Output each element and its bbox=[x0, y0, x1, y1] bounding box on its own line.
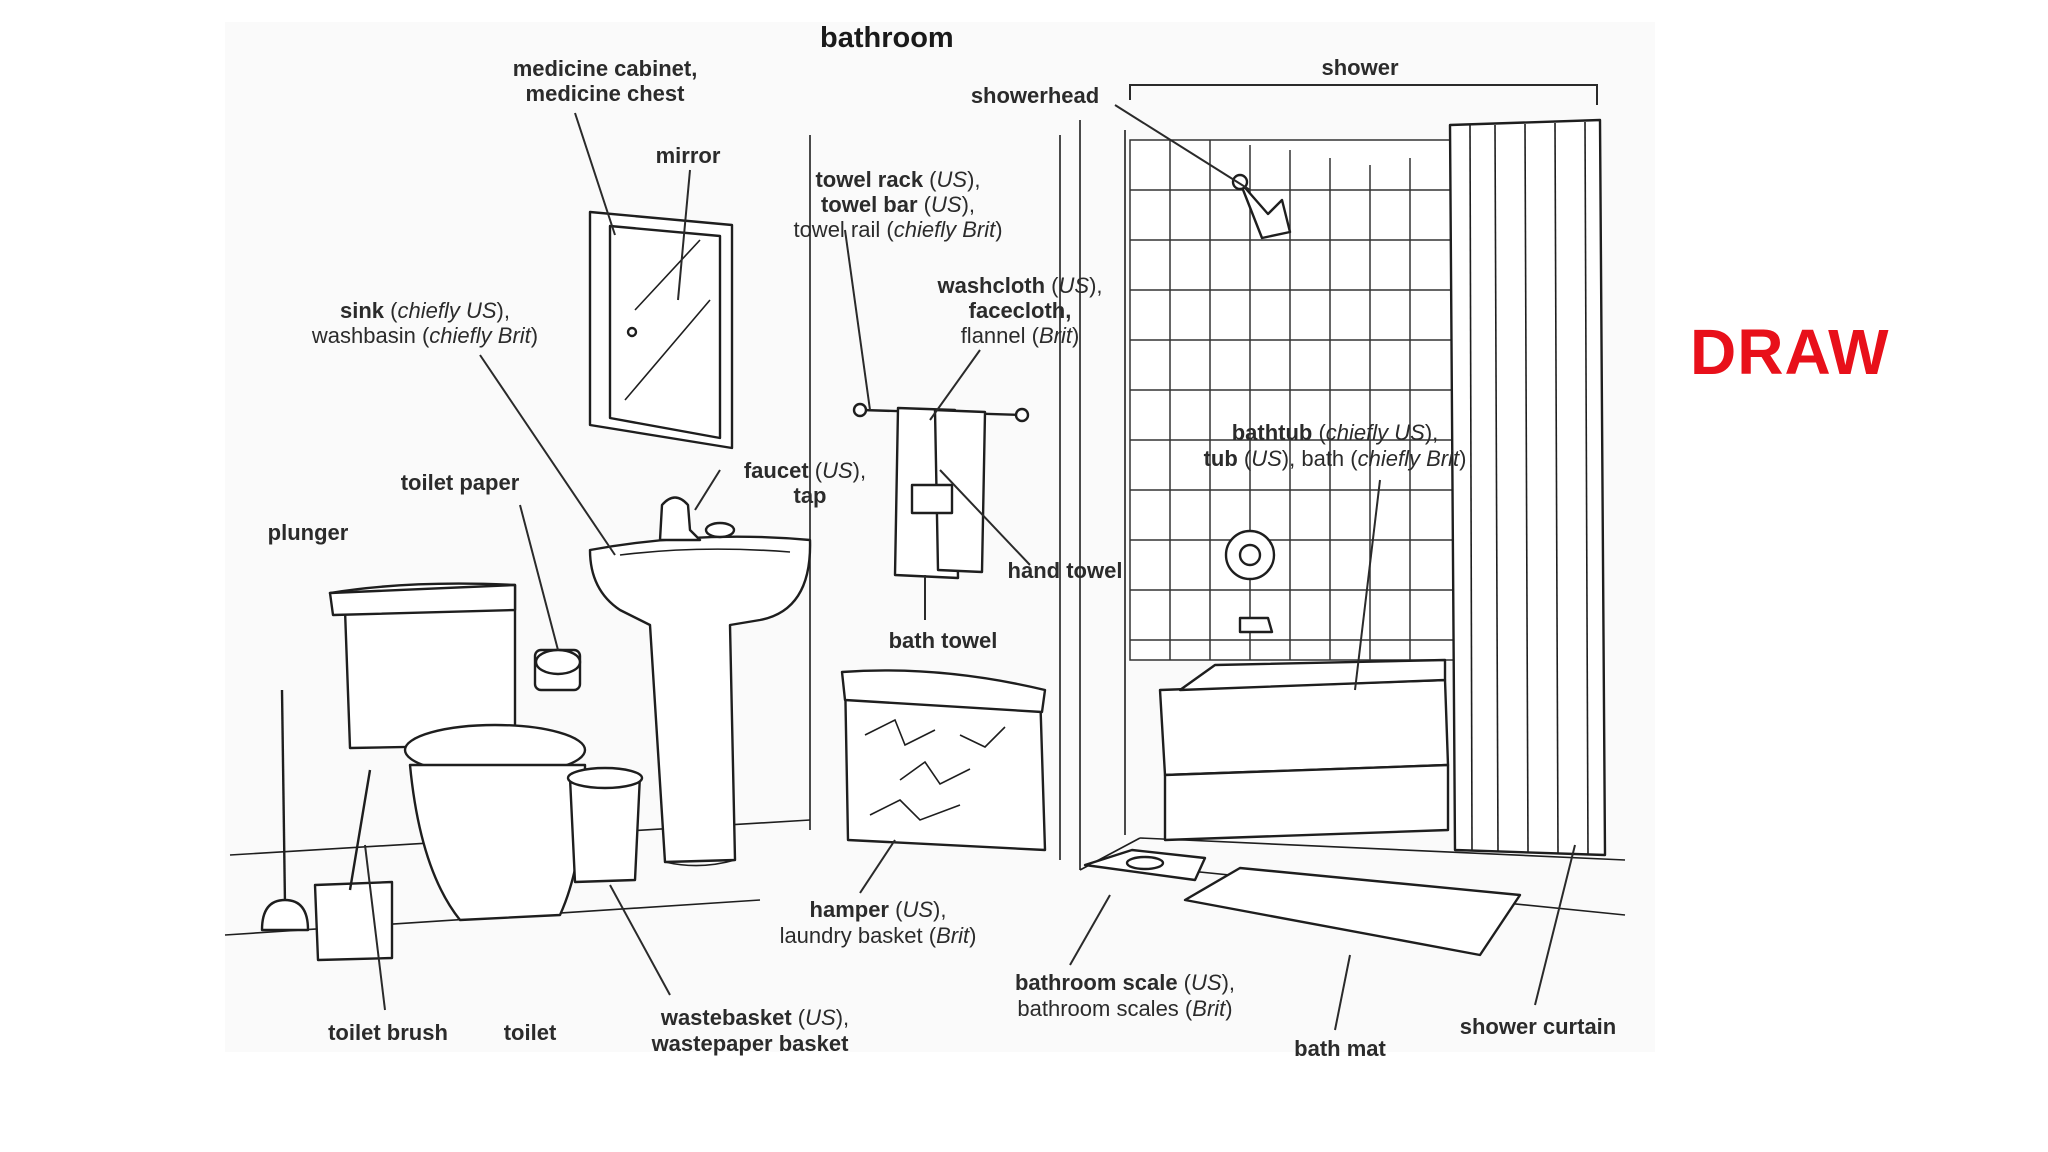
medicine-cabinet bbox=[588, 210, 734, 450]
label-showerhead: showerhead bbox=[971, 83, 1099, 108]
label-faucet-1: faucet (US), bbox=[744, 458, 866, 483]
shower-tiles bbox=[1129, 139, 1461, 661]
label-washcloth-2: facecloth, bbox=[969, 298, 1072, 323]
label-bathtub-1: bathtub (chiefly US), bbox=[1232, 420, 1439, 445]
label-hamper-1: hamper (US), bbox=[810, 897, 947, 922]
shower-bracket bbox=[1129, 84, 1598, 105]
toilet-paper bbox=[533, 648, 582, 692]
label-medicine-cabinet-1: medicine cabinet, bbox=[513, 56, 698, 81]
toilet-brush bbox=[313, 769, 394, 962]
label-medicine-cabinet-2: medicine chest bbox=[526, 81, 686, 106]
wastebasket bbox=[566, 766, 644, 884]
bathtub bbox=[1158, 658, 1450, 842]
label-washcloth-3: flannel (Brit) bbox=[961, 323, 1080, 348]
plunger bbox=[260, 689, 310, 932]
showerhead bbox=[1231, 173, 1292, 240]
label-bath-mat: bath mat bbox=[1294, 1036, 1386, 1061]
shower-curtain bbox=[1448, 118, 1607, 857]
sink bbox=[588, 496, 812, 867]
label-faucet-2: tap bbox=[794, 483, 827, 508]
label-washcloth-1: washcloth (US), bbox=[936, 273, 1102, 298]
label-bathroom-scale-2: bathroom scales (Brit) bbox=[1017, 996, 1232, 1021]
label-hand-towel: hand towel bbox=[1008, 558, 1123, 583]
label-sink-1: sink (chiefly US), bbox=[340, 298, 510, 323]
leader-lines bbox=[364, 104, 1576, 1031]
bathroom-scale bbox=[1083, 848, 1207, 882]
bath-mat bbox=[1183, 866, 1522, 957]
label-towel-rack-2: towel bar (US), bbox=[821, 192, 975, 217]
label-shower-curtain: shower curtain bbox=[1460, 1014, 1616, 1039]
label-sink-2: washbasin (chiefly Brit) bbox=[311, 323, 538, 348]
label-bath-towel: bath towel bbox=[889, 628, 998, 653]
label-towel-rack-3: towel rail (chiefly Brit) bbox=[793, 217, 1002, 242]
towel-rack bbox=[852, 402, 1030, 580]
label-bathroom-scale-1: bathroom scale (US), bbox=[1015, 970, 1235, 995]
label-mirror: mirror bbox=[656, 143, 721, 168]
label-bathtub-2: tub (US), bath (chiefly Brit) bbox=[1204, 446, 1467, 471]
label-plunger: plunger bbox=[268, 520, 349, 545]
toilet bbox=[328, 582, 587, 922]
label-wastebasket-2: wastepaper basket bbox=[651, 1031, 850, 1056]
label-wastebasket-1: wastebasket (US), bbox=[660, 1005, 849, 1030]
label-towel-rack-1: towel rack (US), bbox=[815, 167, 980, 192]
shower-valve bbox=[1224, 529, 1276, 634]
label-shower: shower bbox=[1321, 55, 1398, 80]
draw-label: DRAW bbox=[1690, 316, 1890, 388]
label-toilet-brush: toilet brush bbox=[328, 1020, 448, 1045]
label-toilet-paper: toilet paper bbox=[401, 470, 520, 495]
label-hamper-2: laundry basket (Brit) bbox=[780, 923, 977, 948]
diagram-title: bathroom bbox=[820, 22, 954, 54]
label-toilet: toilet bbox=[504, 1020, 557, 1045]
hamper bbox=[840, 669, 1047, 852]
